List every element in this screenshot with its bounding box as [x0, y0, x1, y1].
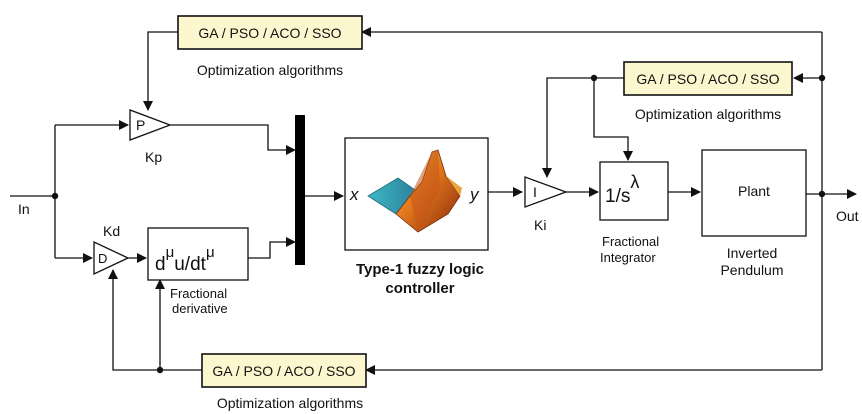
fractional-integrator-block: 1/sλ Fractional Integrator [599, 161, 669, 265]
optimizer-right-text: GA / PSO / ACO / SSO [636, 71, 779, 87]
gain-i-caption: Ki [534, 217, 546, 233]
fuzzy-caption-2: controller [385, 280, 454, 297]
optimizer-top-text: GA / PSO / ACO / SSO [198, 25, 341, 41]
fractional-derivative-block: dμu/dtμ Fractional derivative [147, 227, 249, 316]
gain-i-glyph: I [533, 184, 537, 200]
plant-caption-1: Inverted [727, 245, 778, 261]
plant-title: Plant [738, 183, 770, 199]
plant-caption-2: Pendulum [720, 262, 783, 278]
fuzzy-caption-1: Type-1 fuzzy logic [356, 261, 484, 278]
fractional-integrator-caption-1: Fractional [602, 234, 659, 249]
gain-p-glyph: P [136, 117, 145, 133]
plant-block: Plant Inverted Pendulum [701, 149, 807, 278]
optimizer-bottom-caption: Optimization algorithms [217, 395, 363, 411]
signal-wires [10, 27, 857, 375]
fractional-derivative-formula: dμu/dtμ [155, 244, 215, 275]
gain-p-block: P Kp [129, 109, 172, 165]
optimizer-bottom-text: GA / PSO / ACO / SSO [212, 363, 355, 379]
junction-dots [51, 74, 826, 374]
optimizer-bottom: GA / PSO / ACO / SSO Optimization algori… [201, 353, 367, 411]
fuzzy-controller-block: x y Type-1 fuzzy logic controller [344, 137, 489, 297]
mux-block [295, 115, 305, 265]
fractional-integrator-formula: 1/sλ [605, 172, 639, 207]
optimizer-top: GA / PSO / ACO / SSO Optimization algori… [177, 15, 363, 78]
gain-p-caption: Kp [145, 149, 162, 165]
input-label: In [18, 201, 30, 217]
fuzzy-out-port: y [469, 185, 480, 204]
optimizer-right: GA / PSO / ACO / SSO Optimization algori… [623, 61, 793, 122]
fractional-derivative-caption-1: Fractional [170, 286, 227, 301]
fractional-derivative-caption-2: derivative [172, 301, 228, 316]
gain-d-caption: Kd [103, 223, 120, 239]
gain-i-block: I Ki [524, 176, 568, 233]
gain-d-glyph: D [98, 251, 107, 266]
fractional-integrator-caption-2: Integrator [600, 250, 656, 265]
fuzzy-surface-icon [367, 149, 462, 233]
optimizer-top-caption: Optimization algorithms [197, 62, 343, 78]
gain-d-block: D Kd [93, 223, 130, 276]
fuzzy-in-port: x [349, 185, 359, 204]
output-label: Out [836, 208, 859, 224]
optimizer-right-caption: Optimization algorithms [635, 106, 781, 122]
